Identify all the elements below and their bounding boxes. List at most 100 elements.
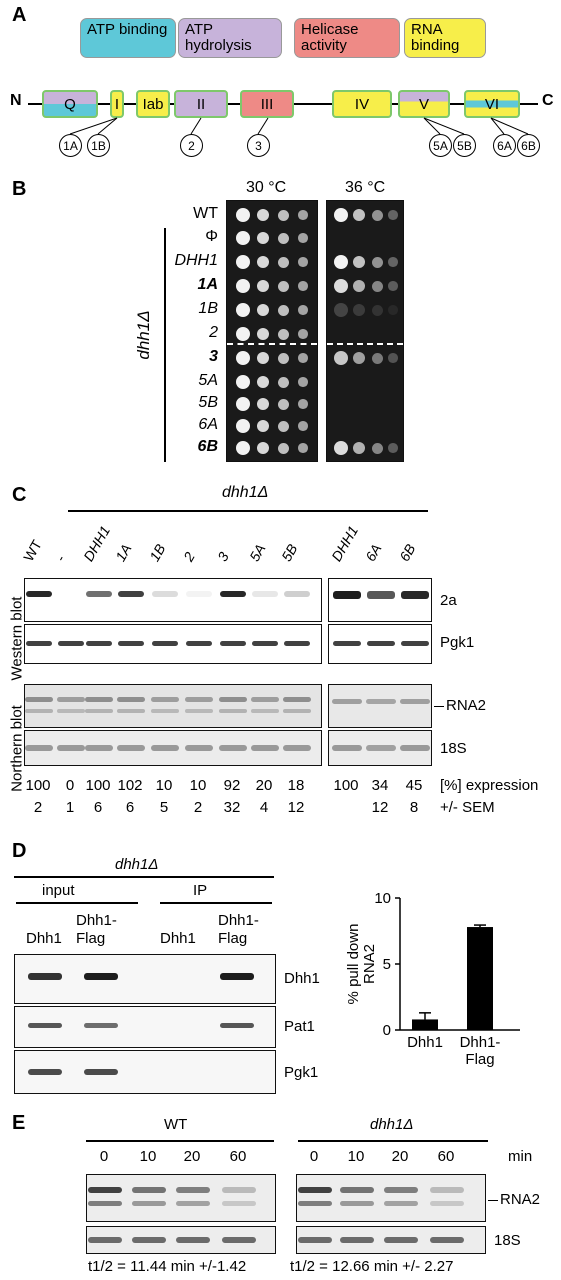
gEms-band-1 [340,1237,374,1243]
domain-iii: III [240,90,294,118]
plate30-spot-10-0 [236,441,250,455]
blot-rna2-left [24,684,322,728]
chart-ylabel-line1: % pull down [345,924,362,1005]
grnaL-band-5 [185,697,213,702]
grnaL-band-3 [117,697,145,702]
plate30-spot-10-3 [298,443,308,453]
band-label-rna2: RNA2 [446,697,487,714]
plate36-spot-10-2 [371,442,383,454]
gEms-band-0 [298,1237,332,1243]
plate30-spot-8-3 [298,399,308,409]
dhh1-bracket-label: dhh1Δ [134,310,153,360]
plate30-spot-10-1 [256,441,270,455]
sem-0: 2 [33,799,43,816]
gEwr-band-3 [222,1187,256,1193]
plate36-spot-0-3 [388,210,398,220]
gEmr-band-0 [298,1201,332,1206]
half-life-wt: t1/2 = 11.44 min +/-1.42 [88,1258,247,1275]
lane-c-left-4: 1B [146,541,169,564]
sem-3: 6 [125,799,135,816]
plate36-spot-6-1 [352,351,366,365]
motif-connector-1b [97,117,118,135]
n-terminus-label: N [10,92,22,109]
gpgkL-band-3 [118,641,144,646]
plate30-spot-4-3 [298,305,308,315]
sem-7: 4 [259,799,269,816]
g2aL-band-8 [284,591,310,597]
band-label-e-rna2: RNA2 [500,1191,541,1208]
strain-label-9: 6A [198,416,218,433]
plate36-spot-10-1 [352,441,366,455]
g2aR-band-2 [401,591,429,599]
dhh1-bracket-line [164,228,166,462]
plate30-spot-4-1 [256,303,270,317]
chart-xlabel-1-1: Flag [465,1051,494,1068]
g2aL-band-7 [252,591,278,597]
g18L-band-4 [151,745,179,751]
sem-6: 32 [223,799,241,816]
panel-c-letter: C [12,484,27,506]
panel-e-letter: E [12,1112,26,1134]
rna2-tick [434,706,444,707]
chart-ytick-label-0: 0 [383,1022,391,1039]
c-terminus-label: C [542,92,554,109]
plate36-spot-2-0 [334,255,348,269]
plate30-spot-5-3 [298,329,308,339]
lane-c-left-5: 2 [180,549,198,564]
lane-c-right-2: 6B [396,541,419,564]
domain-iab: Iab [136,90,170,118]
plate30-spot-9-2 [277,420,289,432]
plate30-spot-3-0 [236,279,250,293]
g18R-band-1 [366,745,396,751]
grnaR-band-2 [400,699,430,704]
plate30-spot-3-2 [277,280,289,292]
panel-c-header: dhh1Δ [222,484,269,501]
motif-1b: 1B [87,134,110,157]
chart-ytick-label-2: 10 [374,890,391,907]
band-label-d-pat1: Pat1 [284,1018,315,1035]
expression-1: 0 [65,777,75,794]
plate36-spot-2-3 [388,257,398,267]
grnaL-band-4 [151,697,179,702]
time-wt-0: 0 [99,1148,109,1165]
gD1-band-1 [84,973,118,980]
plate30-spot-5-0 [236,327,250,341]
blot-d-pgk1 [14,1050,276,1094]
g2aL-band-4 [152,591,178,597]
grnaL-band-3 [117,709,145,713]
temp-30-label: 30 °C [246,179,287,196]
gD2-band-3 [220,1023,254,1028]
band-label-pgk1: Pgk1 [440,634,475,651]
g2aL-band-0 [26,591,52,597]
g18R-band-2 [400,745,430,751]
motif-2: 2 [180,134,203,157]
sem-4: 5 [159,799,169,816]
ip-line [160,902,272,904]
plate36-divider [327,343,403,345]
plate30-spot-7-1 [256,375,270,389]
lane-c-left-3: 1A [112,541,135,564]
plate30-spot-5-1 [256,327,270,341]
expression-4: 10 [155,777,173,794]
plate30-spot-6-3 [298,353,308,363]
strain-label-6: 3 [209,348,218,365]
panel-a-letter: A [12,4,27,26]
lane-c-left-2: DHH1 [80,522,114,564]
plate30-spot-9-1 [256,419,270,433]
panel-d-header-line [14,876,274,878]
expression-6: 92 [223,777,241,794]
plate36-spot-6-0 [334,351,348,365]
domain-vi: VI [464,90,520,118]
blot-rna2-right [328,684,432,728]
gpgkL-band-7 [252,641,278,646]
plate30-spot-6-2 [277,352,289,364]
grnaL-band-1 [57,709,85,713]
blot-e-wt-rna2 [86,1174,276,1222]
lane-c-right-1: 6A [362,541,385,564]
gEmr-band-0 [298,1187,332,1193]
plate36-spot-3-1 [352,279,366,293]
plate36-spot-4-1 [352,303,366,317]
min-label: min [508,1148,533,1165]
gEwr-band-2 [176,1187,210,1193]
panel-d-header: dhh1Δ [115,856,159,873]
